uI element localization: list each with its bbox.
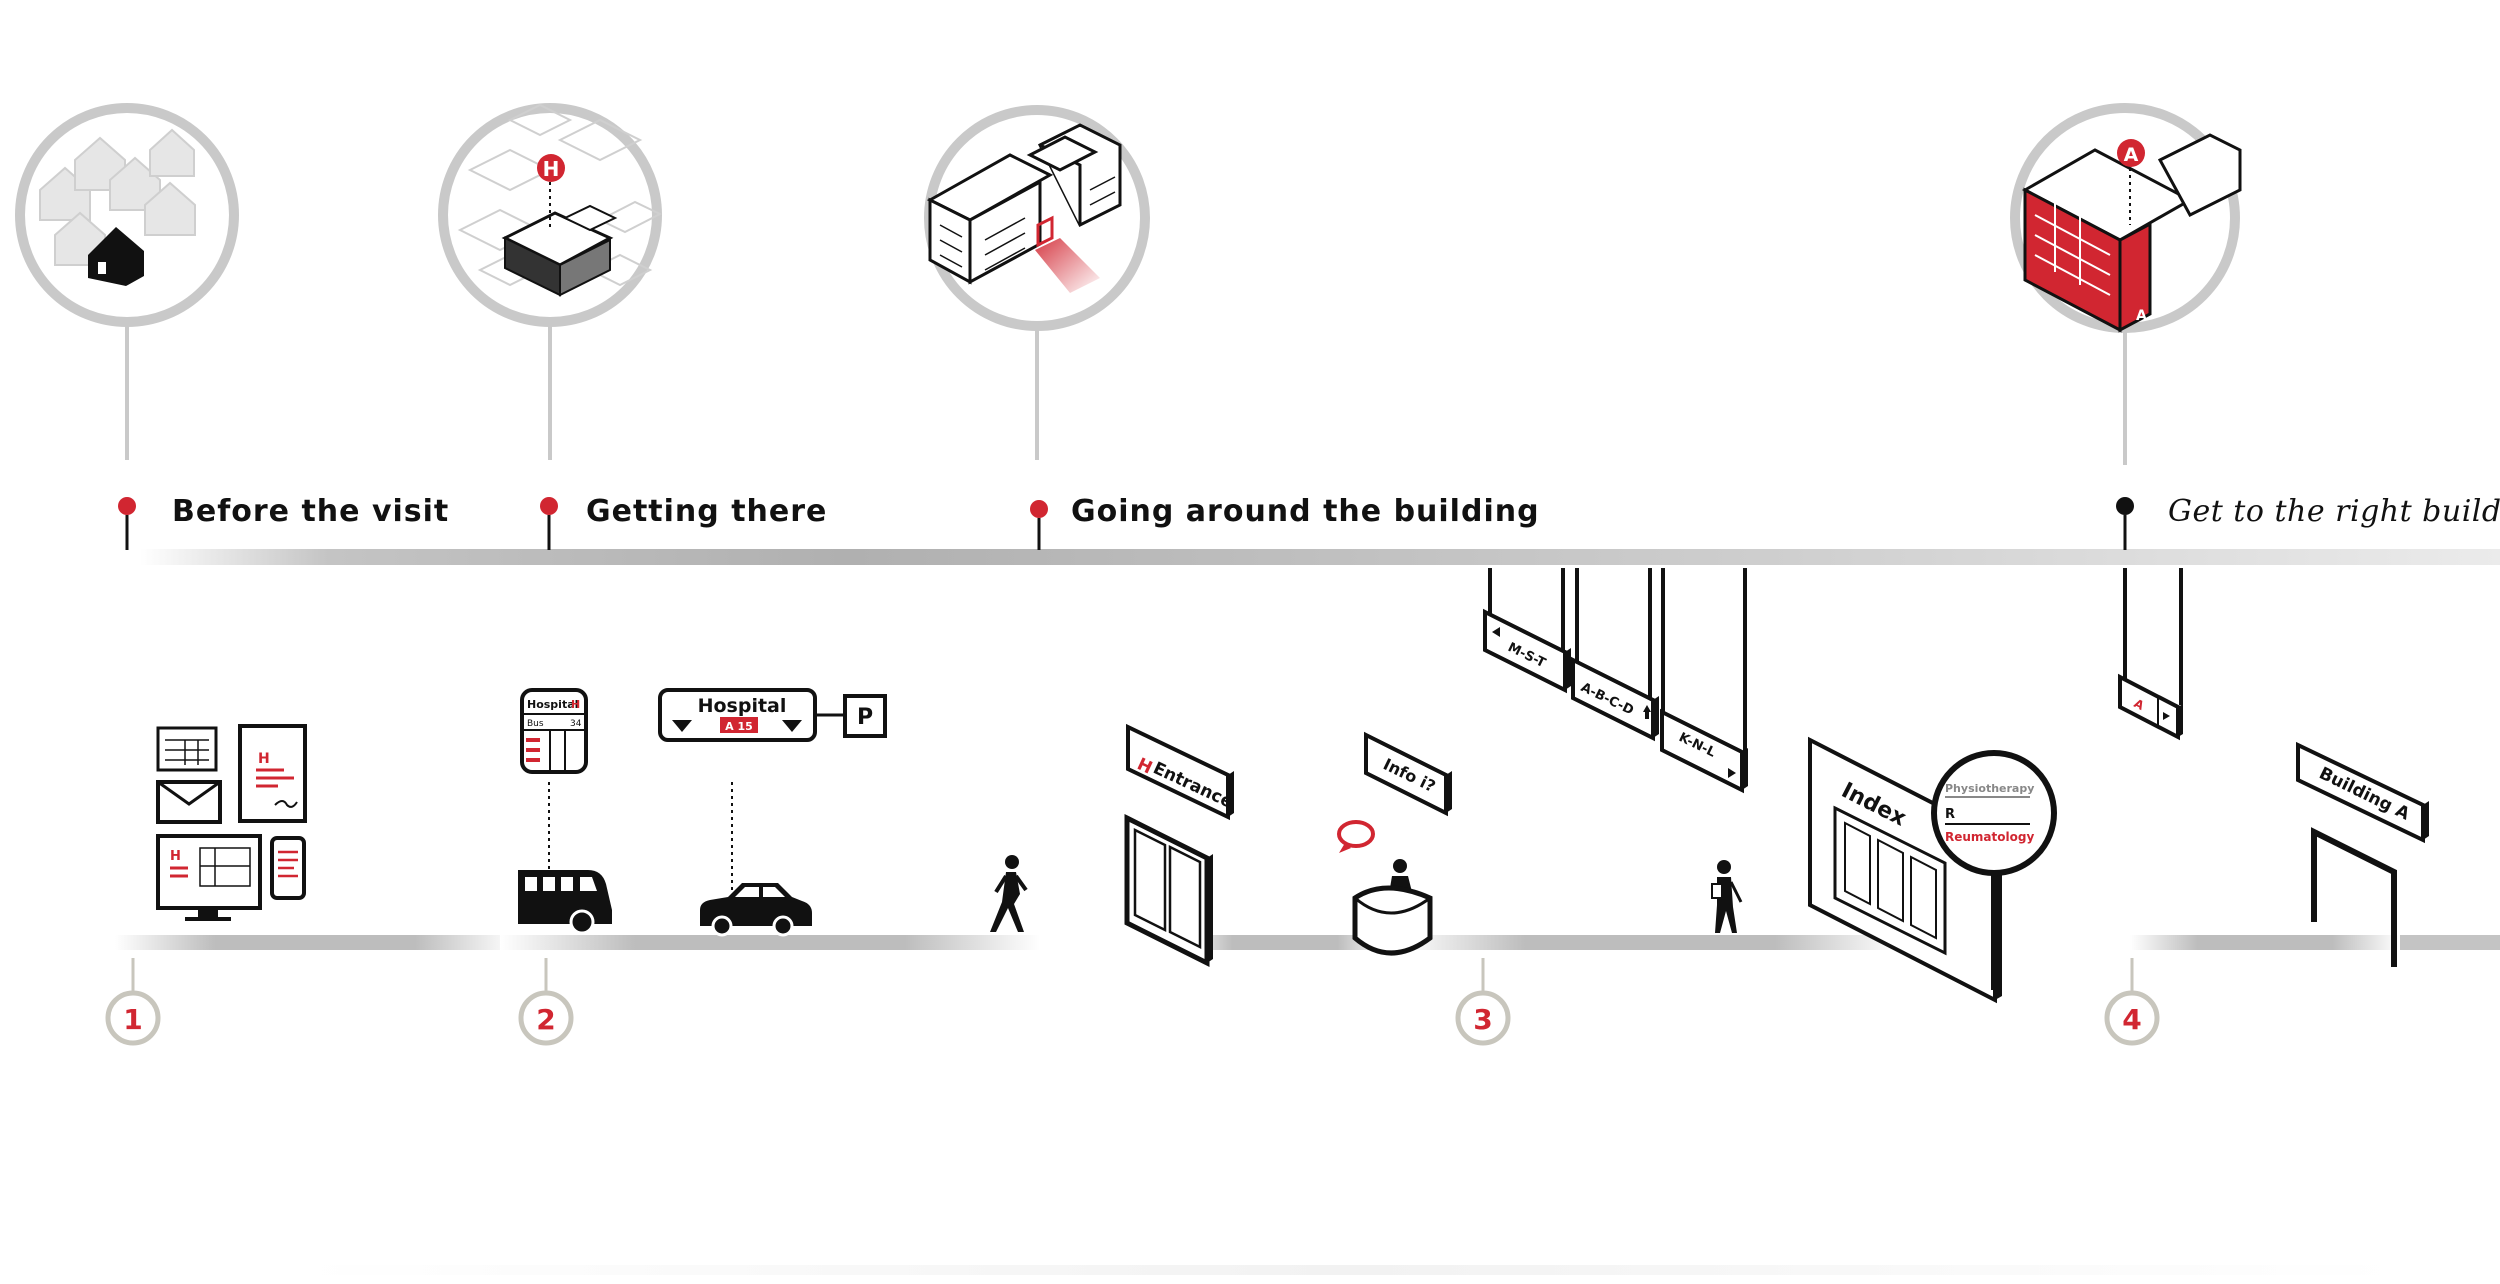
stage-circle-getting-there: H [438,103,663,460]
communications-group: H H [156,724,307,921]
building-a-windows-icon [2034,200,2111,296]
bus-icon [518,870,612,935]
svg-text:R: R [1945,807,1955,822]
hospital-building-icon [501,204,618,297]
step-marker-1: 1 [105,958,161,1046]
walking-person-icon [990,855,1028,932]
walking-visitor-icon [1711,860,1743,933]
road-sign: Hospital A 15 P [658,688,887,742]
step-marker-2: 2 [518,958,574,1046]
step-marker-3: 3 [1455,958,1511,1046]
step-number: 3 [1473,1003,1492,1036]
svg-text:H: H [543,157,560,181]
stage-label-right-building: Get to the right building p [2168,494,2500,529]
neighbour-houses-icon [39,128,196,266]
svg-text:34: 34 [570,719,582,729]
bus-stop-sign: Hospital H Bus 34 [520,688,588,774]
svg-text:H: H [571,698,580,711]
small-hanging-sign: A [2118,568,2183,741]
stage-circle-before-visit [15,103,239,460]
svg-text:Bus: Bus [527,719,544,729]
desktop-monitor-icon: H [156,834,262,921]
arrow-up-icon [1643,705,1651,719]
stage-label-going-around: Going around the building [1071,494,1540,529]
smartphone-icon [270,836,306,900]
bottom-timeline [115,935,2500,1275]
svg-text:A 15: A 15 [725,720,753,733]
step-number: 1 [123,1003,142,1036]
arrow-left-icon [1492,627,1500,637]
pin-icon [118,497,136,550]
stage-circle-right-building: A A [2010,103,2242,465]
step-markers: 1 2 3 4 [105,958,2160,1046]
entrance-light-icon [1035,238,1100,293]
svg-text:P: P [857,705,873,730]
hospital-marker-icon [537,154,565,182]
printed-document-icon: H [238,724,307,823]
building-a-marker-icon [2117,139,2145,167]
building-a-icon [2021,133,2242,333]
arrow-down-icon [782,720,802,732]
svg-text:H: H [170,849,181,864]
step-number: 2 [536,1003,555,1036]
hanging-signs: M-S-T A-B-C-D K-N-L [1483,568,1748,794]
hanging-sign-2: A-B-C-D [1571,568,1659,742]
stage-circle-going-around [924,105,1150,460]
step-number: 4 [2122,1003,2141,1036]
svg-text:Hospital: Hospital [527,698,578,711]
entrance-door-icon [1124,813,1213,968]
building-a-sign: Building A [2296,741,2429,844]
hanging-sign-3: K-N-L [1660,568,1748,794]
magnifier-icon: Physiotherapy R Reumatology [1931,750,2057,990]
index-panels-icon [1833,805,1947,956]
arrow-right-icon [1728,768,1736,778]
stage-label-getting-there: Getting there [586,494,828,529]
svg-text:A: A [2136,308,2147,324]
building-entrance-icon [926,123,1122,285]
info-desk-icon [1352,859,1433,956]
pin-icon [540,497,558,550]
svg-text:H: H [258,751,270,767]
arrow-right-icon [2163,712,2170,720]
building-windows-icon [939,176,1116,271]
car-icon [700,883,812,937]
pin-icon [2116,497,2134,550]
stage-pins [118,497,2134,550]
entrance-sign: H Entrance [1126,723,1236,821]
step-marker-4: 4 [2104,958,2160,1046]
letter-form-icon [156,726,218,772]
info-sign: Info i? [1364,731,1452,817]
building-a-doorway-icon [2311,827,2397,967]
envelope-icon [156,780,222,824]
speech-bubble-icon [1337,820,1375,853]
svg-text:Hospital: Hospital [698,695,787,717]
pin-icon [1030,500,1048,550]
arrow-down-icon [672,720,692,732]
svg-text:A: A [2124,144,2139,166]
svg-text:Reumatology: Reumatology [1945,830,2034,844]
timeline-bar [140,549,2500,565]
hanging-sign-1: M-S-T [1483,568,1571,694]
svg-text:Physiotherapy: Physiotherapy [1945,782,2034,795]
top-timeline [140,549,2500,565]
parking-sign [843,694,887,738]
stage-label-before-visit: Before the visit [172,494,450,529]
home-icon [88,227,144,286]
